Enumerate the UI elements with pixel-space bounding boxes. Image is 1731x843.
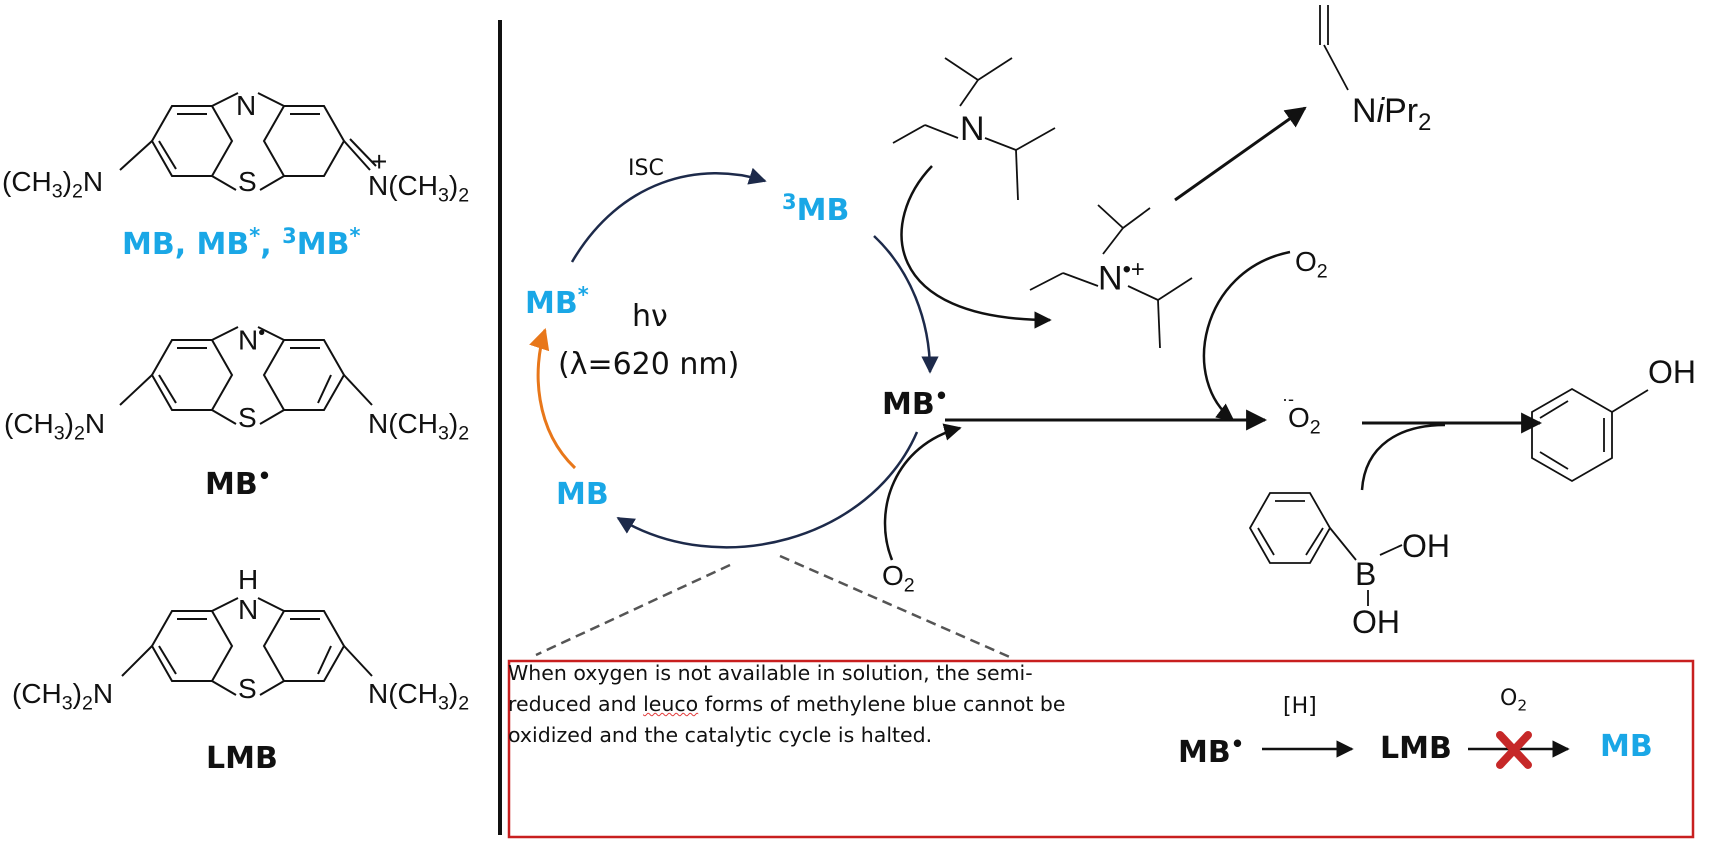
mb-radical-s-atom: S [238,402,257,433]
phenylboronic-acid-structure [1248,492,1403,606]
ground-mb-label: MB [556,477,609,512]
enamine-structure [1319,5,1349,91]
note-text-squiggle: leuco [643,692,699,716]
amine-structure [892,57,1056,201]
mini-end-label: MB [1600,729,1653,764]
mb-n-atom: N [236,90,257,121]
note-text: When oxygen is not available in solution… [508,658,1068,751]
lmb-s-atom: S [238,673,257,704]
mb-left-group: (CH3)2N [2,166,104,203]
mini-middle-label: LMB [1380,731,1452,766]
note-box [507,659,1695,839]
radical-mb-label: MB• [882,384,949,422]
boronic-oh2-label: OH [1352,604,1400,640]
excited-mb-label: MB* [525,283,589,321]
callout-dash-right [779,554,1013,660]
mb-radical-right-group: N(CH3)2 [368,408,470,445]
lmb-structure [121,597,373,696]
mb-structure [119,92,377,191]
amine-oxidation-arrow [900,165,1052,329]
blocked-cross-icon [1496,731,1532,769]
lmb-left-group: (CH3)2N [12,678,114,715]
enamine-label: NiPr2 [1352,92,1432,136]
light-hv-label: hν [632,299,668,334]
triplet-mb-label: 3MB [782,190,850,228]
isc-arrow [570,167,767,263]
o2-top-label: O2 [1295,246,1328,283]
lmb-h-atom: H [238,564,259,595]
o2-bottom-label: O2 [882,560,915,597]
radical-to-mb-arrow [616,431,919,549]
lmb-right-group: N(CH3)2 [368,678,470,715]
mb-radical-structure [119,326,373,425]
to-enamine-arrow [1174,106,1307,202]
phenol-oh-label: OH [1648,354,1696,390]
mb-radical-caption: MB• [205,464,272,502]
mb-radical-n-atom: N• [238,322,266,356]
callout-dash-left [535,563,731,657]
lmb-caption: LMB [206,741,278,776]
phenol-structure [1531,387,1649,483]
o2-reduction-arrow [1202,250,1291,422]
mb-s-atom: S [238,166,257,197]
note-text-part1: When oxygen is not available in solution… [508,661,1033,716]
mb-caption: MB, MB*, 3MB* [122,224,361,262]
amine-n-atom: N [960,110,985,148]
boronic-acid-arrow [1360,423,1446,491]
radical-cation-n-atom: N•+ [1098,256,1145,298]
isc-label: ISC [628,156,664,181]
superoxide-label: ·-O2 [1282,389,1321,439]
mb-right-group: N(CH3)2 [368,170,470,207]
mini-blocked-reagent-label: O2 [1500,686,1528,715]
mb-radical-left-group: (CH3)2N [4,408,106,445]
mini-start-label: MB• [1178,732,1245,770]
boronic-b-atom: B [1355,556,1377,592]
o2-regeneration-arrow [883,423,962,561]
radical-cation-structure [1029,204,1193,349]
triplet-to-radical-arrow [873,235,939,374]
wavelength-label: (λ=620 nm) [558,347,740,382]
boronic-oh1-label: OH [1402,528,1450,564]
lmb-n-atom: N [238,594,259,625]
excitation-arrow [529,328,577,470]
mini-reagent-label: [H] [1283,694,1317,719]
mb-charge: + [371,146,388,177]
note-text-part2: forms of methylene blue cannot be oxidiz… [508,692,1066,747]
